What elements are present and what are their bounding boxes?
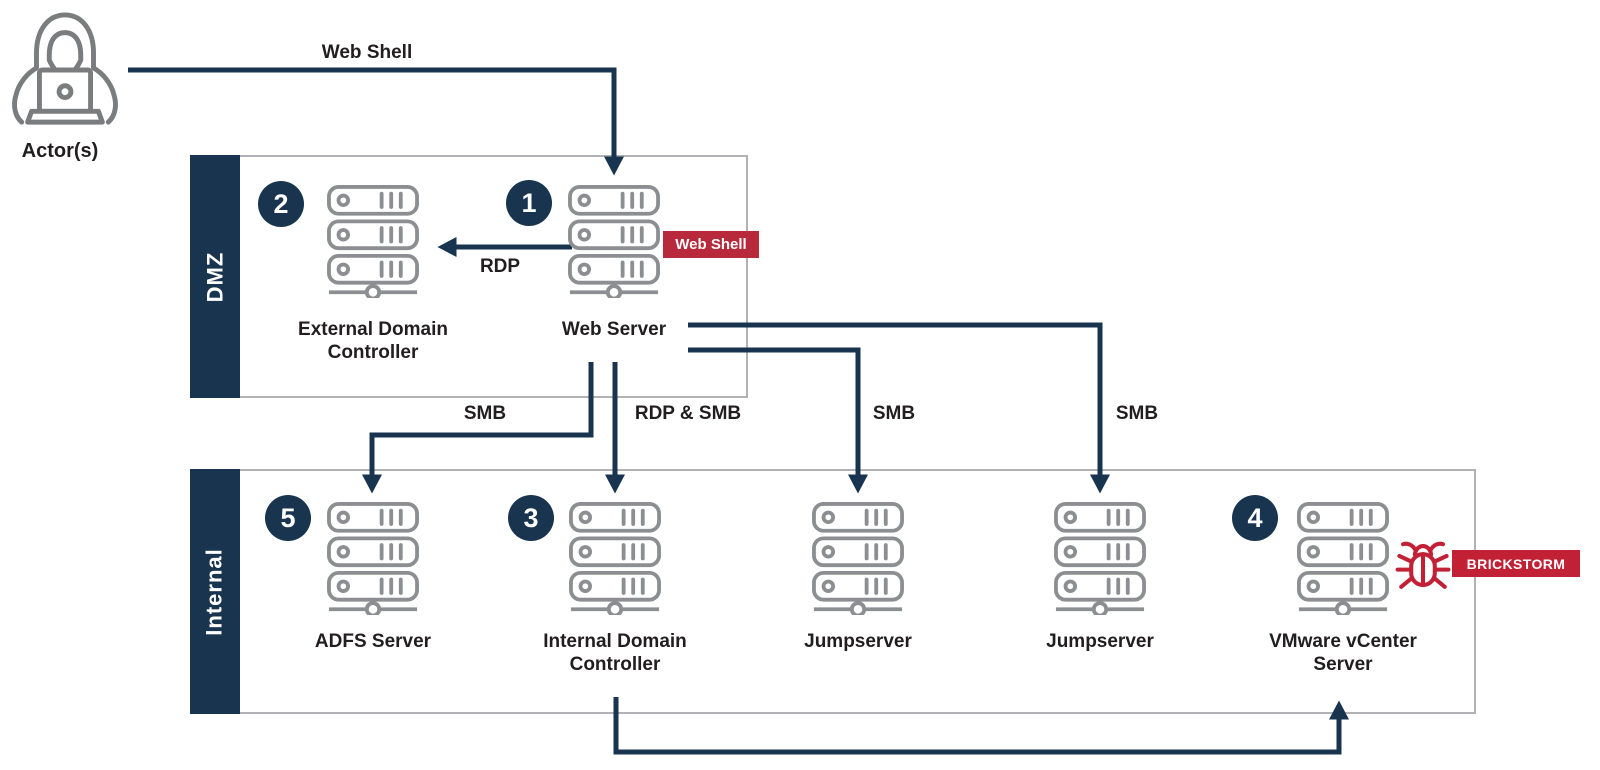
node-internal-domain-controller: Internal Domain Controller — [510, 502, 720, 676]
actor-icon — [6, 4, 124, 136]
node-label: Internal Domain Controller — [543, 631, 687, 676]
step-badge-2: 2 — [258, 181, 304, 227]
server-stack-icon — [568, 185, 660, 298]
edge-smb-jump2-arrow — [688, 322, 1110, 494]
malware-bug-icon — [1394, 534, 1452, 598]
edge-label-smb-jump2: SMB — [1115, 403, 1159, 424]
zone-dmz-label: DMZ — [202, 251, 227, 302]
actor-label: Actor(s) — [21, 140, 99, 162]
server-stack-icon — [1054, 502, 1146, 615]
zone-dmz-band: DMZ — [190, 155, 240, 398]
edge-web-shell-arrow — [128, 67, 624, 176]
node-label: Jumpserver — [1046, 631, 1154, 652]
step-badge-4: 4 — [1232, 495, 1278, 541]
node-label: Web Server — [561, 319, 667, 340]
node-label: ADFS Server — [314, 631, 432, 652]
server-stack-icon — [327, 502, 419, 615]
server-stack-icon — [569, 502, 661, 615]
zone-internal-label: Internal — [202, 547, 227, 636]
zone-internal-band: Internal — [190, 469, 240, 714]
edge-label-web-shell: Web Shell — [321, 42, 413, 63]
node-label: VMware vCenter Server — [1269, 631, 1417, 676]
server-stack-icon — [812, 502, 904, 615]
node-label: Jumpserver — [804, 631, 912, 652]
node-jumpserver-2: Jumpserver — [995, 502, 1205, 653]
node-vmware-vcenter-server: VMware vCenter Server — [1238, 502, 1448, 676]
step-badge-1: 1 — [506, 180, 552, 226]
node-web-server: Web Server — [509, 185, 719, 341]
node-external-domain-controller: External Domain Controller — [268, 185, 478, 364]
node-jumpserver-1: Jumpserver — [753, 502, 963, 653]
edge-label-rdp: RDP — [479, 256, 521, 277]
edge-label-smb-adfs: SMB — [463, 403, 507, 424]
edge-label-rdp-smb: RDP & SMB — [634, 403, 742, 424]
node-adfs-server: ADFS Server — [268, 502, 478, 653]
step-badge-5: 5 — [265, 495, 311, 541]
step-badge-3: 3 — [508, 495, 554, 541]
server-stack-icon — [327, 185, 419, 298]
brickstorm-badge: BRICKSTORM — [1452, 550, 1580, 577]
edge-label-smb-jump1: SMB — [872, 403, 916, 424]
server-stack-icon — [1297, 502, 1389, 615]
node-label: External Domain Controller — [298, 319, 448, 364]
web-shell-badge: Web Shell — [663, 231, 759, 258]
